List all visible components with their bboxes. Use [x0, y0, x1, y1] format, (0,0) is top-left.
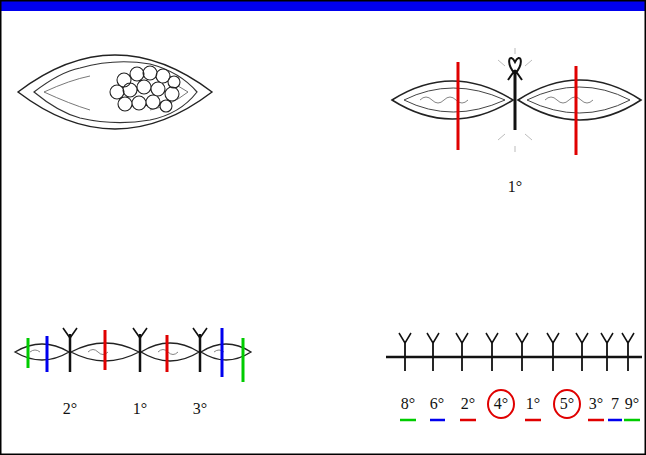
wound-edge [392, 81, 513, 119]
order-underline-red [460, 419, 604, 422]
granulation-tissue [110, 66, 180, 112]
order-circle [554, 390, 580, 418]
tension-lines [498, 48, 532, 152]
order-circle [488, 390, 514, 418]
callout-number: 2° [461, 396, 475, 412]
suture-knot [508, 58, 522, 80]
tissue-texture [30, 350, 224, 355]
wound-inner-edge [34, 62, 197, 123]
order-underline-blue [430, 419, 622, 422]
wound-edge [518, 80, 641, 120]
wound-edge [18, 55, 212, 129]
callout-number: 6° [430, 396, 444, 412]
callout-number: 1° [508, 179, 522, 195]
suture [514, 70, 517, 130]
stitch-mark-green [28, 338, 243, 382]
order-underline-green [400, 419, 640, 422]
callout-number: 3° [589, 396, 603, 412]
wound-inner-edge [404, 87, 630, 113]
suture-knot [63, 328, 207, 338]
callout-number: 1° [526, 396, 540, 412]
callout-number: 1° [133, 401, 147, 417]
callout-number: 3° [193, 401, 207, 417]
stitch-mark-blue [47, 328, 222, 377]
stitch-mark-red [105, 330, 167, 372]
next-stitch-mark [458, 62, 576, 155]
wound-edge [15, 343, 251, 361]
tissue-texture [420, 97, 593, 103]
callout-number: 8° [401, 396, 415, 412]
suture [70, 334, 200, 372]
suture-knot [399, 333, 634, 343]
closed-incision [386, 356, 642, 359]
title-bar [0, 0, 646, 11]
callout-number: 5° [560, 396, 574, 412]
callout-number: 4° [494, 396, 508, 412]
suture [405, 343, 628, 371]
callout-number: 7 [611, 396, 619, 412]
callout-number: 2° [63, 401, 77, 417]
callout-number: 9° [625, 396, 639, 412]
